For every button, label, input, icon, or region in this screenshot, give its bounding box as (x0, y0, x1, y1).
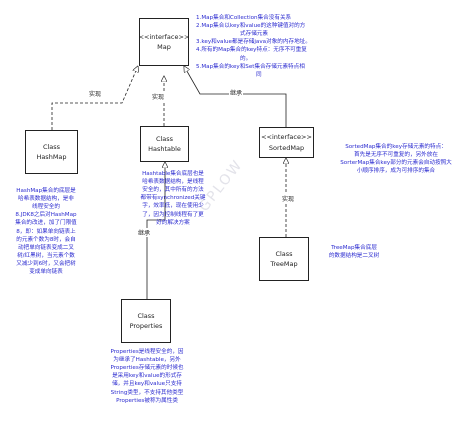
note-hashmap-line: 动把单向链表变成二叉 (18, 244, 74, 251)
note-hashmap-line: 的元素个数为8时，会自 (16, 236, 76, 243)
note-hashtable-line: 好的解决方案 (156, 219, 190, 226)
note-hashmap-line: 8.JDK8之后对HashMap (15, 212, 77, 219)
note-hashmap-line: 哈希表数据结构，是非 (18, 196, 74, 203)
hashtable-name: Hashtable (148, 145, 181, 153)
note-hashmap-line: 集合的改进，加了门限值 (15, 220, 77, 227)
sortedmap-name: SortedMap (268, 143, 305, 152)
note-map: 1.Map集合和Collection集合没有关系 2.Map集合以key和val… (196, 14, 346, 79)
hashmap-name: HashMap (36, 153, 67, 161)
note-treemap: TreeMap集合底层 的数据结构是二叉树 (314, 244, 394, 260)
properties-name: Properties (129, 322, 163, 330)
note-map-line: 2.Map集合以key和value的这种键值对的方 (196, 23, 306, 30)
note-hashtable-line: 安全的，其中所有的方法 (142, 187, 204, 194)
note-properties: Properties是线程安全的，因 为继承了Hashtable，另外 Prop… (92, 348, 202, 405)
note-map-line: 式存储元素 (240, 31, 268, 38)
note-sortedmap-line: 小顺序排序，成为可排序的集合 (356, 168, 436, 175)
edge-properties-hashtable (146, 162, 165, 299)
note-hashtable-line: 都带有synchronized关键 (140, 195, 206, 202)
note-hashmap-line: 8，即：如果单向链表上 (16, 228, 76, 235)
note-properties-line: 是采用key和value的形式存 (112, 373, 182, 380)
note-hashmap-line: HashMap集合的底层是 (16, 188, 76, 194)
note-map-line: 4.所有的Map集合的key特点：无序不可重复 (196, 47, 307, 54)
note-hashtable-line: Hashtable集合底层也是 (142, 171, 204, 177)
note-map-line: 1.Map集合和Collection集合没有关系 (196, 15, 292, 21)
note-hashmap-line: 线程安全的 (32, 204, 60, 211)
sortedmap-interface-node[interactable]: <<interface>> SortedMap (259, 127, 314, 158)
edge-label-hashmap-map: 实现 (88, 89, 103, 98)
note-properties-line: 为继承了Hashtable，另外 (113, 357, 181, 364)
treemap-class-node[interactable]: Class TreeMap (259, 237, 309, 281)
note-properties-line: String类型，不支持其他类型 (110, 389, 184, 396)
map-stereotype: <<interface>> (138, 32, 190, 41)
treemap-name: TreeMap (270, 260, 298, 268)
map-interface-node[interactable]: <<interface>> Map (139, 18, 189, 66)
edge-label-sortedmap-map: 继承 (229, 88, 244, 97)
note-map-line: 3.key和value都是存储java对象的内存地址。 (196, 39, 311, 46)
hashtable-class-node[interactable]: Class Hashtable (140, 126, 189, 162)
hashmap-class-node[interactable]: Class HashMap (25, 130, 78, 174)
note-sortedmap-line: SortedMap集合的key存储元素的特点： (345, 144, 447, 150)
note-properties-line: Properties被称为属性类 (116, 397, 178, 404)
edge-label-properties-hashtable: 继承 (137, 228, 152, 237)
map-name: Map (157, 43, 171, 51)
note-sortedmap-line: SorterMap集合key部分的元素会自动按照大 (340, 160, 452, 167)
note-hashtable-line: 哈希表数据结构，是线程 (142, 179, 204, 186)
edge-label-treemap-sortedmap: 实现 (281, 194, 296, 203)
hashtable-kind: Class (155, 134, 174, 143)
note-hashmap-line: 又减少到6时，又会把树 (16, 260, 76, 267)
note-sortedmap-line: 首先是无序不可重复的，另外放在 (354, 152, 438, 159)
note-hashmap: HashMap集合的底层是 哈希表数据结构，是非 线程安全的 8.JDK8之后对… (6, 187, 86, 276)
note-treemap-line: TreeMap集合底层 (331, 245, 377, 251)
note-hashmap-line: 变成单向链表 (29, 269, 63, 276)
note-hashmap-line: 树/红黑树，当元素个数 (17, 252, 75, 259)
properties-class-node[interactable]: Class Properties (121, 299, 171, 343)
properties-kind: Class (137, 311, 155, 320)
note-map-line: 5.Map集合的key和Set集合存储元素特点相 (196, 63, 305, 70)
edge-hashmap-map (51, 66, 138, 130)
note-sortedmap: SortedMap集合的key存储元素的特点： 首先是无序不可重复的，另外放在 … (322, 143, 470, 175)
sortedmap-stereotype: <<interface>> (261, 133, 312, 142)
note-hashtable-line: 字，效率低，现在使用少 (142, 203, 204, 210)
treemap-kind: Class (275, 249, 293, 258)
hashmap-kind: Class (42, 142, 61, 151)
note-hashtable-line: 了，因为控制线程有了更 (142, 211, 204, 218)
note-properties-line: Properties存储元素的时候也 (110, 365, 184, 372)
note-treemap-line: 的数据结构是二叉树 (328, 253, 380, 260)
note-properties-line: 储，并且key和value只支持 (112, 381, 182, 388)
note-map-line: 同 (256, 71, 262, 78)
note-map-line: 的。 (240, 55, 252, 62)
note-properties-line: Properties是线程安全的，因 (110, 349, 184, 355)
edge-label-hashtable-map: 实现 (151, 92, 166, 101)
note-hashtable: Hashtable集合底层也是 哈希表数据结构，是线程 安全的，其中所有的方法 … (124, 170, 222, 227)
